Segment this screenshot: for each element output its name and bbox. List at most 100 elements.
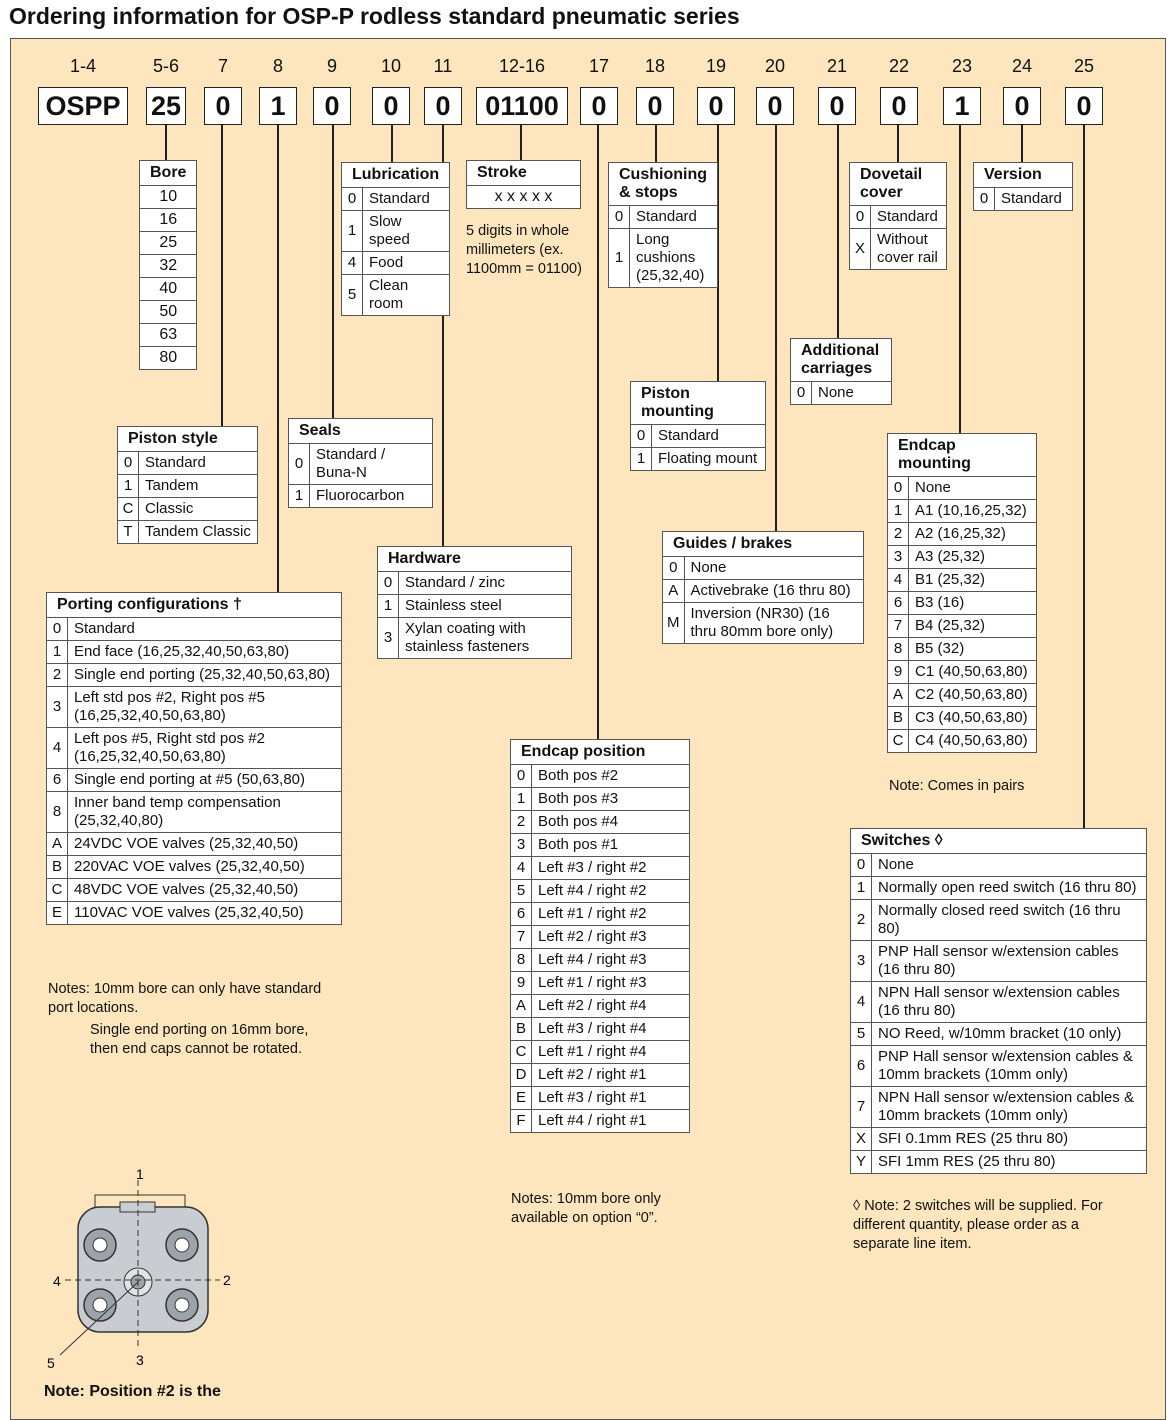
connector-line: [597, 125, 599, 739]
table-cell: 40: [138, 277, 198, 301]
option-description: A3 (25,32): [908, 545, 1037, 569]
option-code: 1: [46, 640, 68, 664]
option-description: Left #4 / right #2: [531, 879, 690, 903]
option-description: Left #4 / right #1: [531, 1109, 690, 1133]
option-description: C4 (40,50,63,80): [908, 729, 1037, 753]
option-description: SFI 0.1mm RES (25 thru 80): [871, 1127, 1147, 1151]
stroke-title: Stroke: [466, 160, 581, 186]
option-code: 7: [510, 925, 532, 949]
connector-line: [775, 125, 777, 531]
option-description: None: [683, 556, 864, 580]
endcap-position-diagram: 1 2 3 4 5: [47, 1166, 231, 1371]
diagram-label-1: 1: [136, 1166, 144, 1182]
option-description: End face (16,25,32,40,50,63,80): [67, 640, 342, 664]
option-description: Normally open reed switch (16 thru 80): [871, 876, 1147, 900]
diagram-label-5: 5: [47, 1355, 55, 1371]
option-code: A: [887, 683, 909, 707]
position-label: 25: [1073, 56, 1095, 76]
option-code: C: [887, 729, 909, 753]
seals-title: Seals: [288, 418, 433, 444]
code-box: 0: [1003, 87, 1041, 125]
option-description: 110VAC VOE valves (25,32,40,50): [67, 901, 342, 925]
piston-mounting-title: Piston mounting: [630, 381, 766, 425]
position-label: 20: [764, 56, 786, 76]
code-box: 0: [636, 87, 674, 125]
option-description: Activebrake (16 thru 80): [683, 579, 864, 603]
option-description: SFI 1mm RES (25 thru 80): [871, 1150, 1147, 1174]
option-description: C3 (40,50,63,80): [908, 706, 1037, 730]
code-box: OSPP: [38, 87, 128, 125]
connector-line: [442, 125, 444, 546]
option-description: 24VDC VOE valves (25,32,40,50): [67, 832, 342, 856]
option-description: Floating mount: [651, 447, 766, 471]
option-description: Left #2 / right #4: [531, 994, 690, 1018]
option-code: X: [849, 228, 871, 270]
option-code: 2: [510, 810, 532, 834]
code-box: 0: [372, 87, 410, 125]
option-description: Tandem: [138, 474, 258, 498]
hardware-title: Hardware: [377, 546, 572, 572]
option-description: Left #3 / right #4: [531, 1017, 690, 1041]
option-code: 1: [510, 787, 532, 811]
option-description: Standard: [629, 205, 718, 229]
connector-line: [221, 125, 223, 426]
option-code: Y: [850, 1150, 872, 1174]
connector-line: [837, 125, 839, 338]
option-code: 0: [46, 617, 68, 641]
code-box: 0: [697, 87, 735, 125]
connector-line: [391, 125, 393, 162]
option-code: 8: [46, 791, 68, 833]
option-description: Standard: [361, 187, 451, 211]
option-code: 0: [341, 187, 363, 211]
table-cell: 63: [138, 323, 198, 347]
option-description: C2 (40,50,63,80): [908, 683, 1037, 707]
option-description: Left #1 / right #2: [531, 902, 690, 926]
option-description: B1 (25,32): [908, 568, 1037, 592]
connector-line: [655, 125, 657, 162]
connector-line: [520, 125, 522, 160]
position-label: 24: [1011, 56, 1033, 76]
code-box: 0: [880, 87, 918, 125]
position-label: 12-16: [498, 56, 546, 76]
dovetail-title: Dovetail cover: [849, 162, 947, 206]
position-label: 17: [588, 56, 610, 76]
guides-title: Guides / brakes: [662, 531, 864, 557]
piston-style-title: Piston style: [117, 426, 258, 452]
option-description: Left #4 / right #3: [531, 948, 690, 972]
code-box: 0: [580, 87, 618, 125]
option-description: Clean room: [361, 274, 451, 316]
code-box: 01100: [476, 87, 568, 125]
option-description: Both pos #1: [531, 833, 690, 857]
connector-line: [717, 125, 719, 381]
option-code: 4: [850, 981, 872, 1023]
option-code: C: [510, 1040, 532, 1064]
option-code: 2: [887, 522, 909, 546]
option-code: 6: [887, 591, 909, 615]
option-code: 0: [630, 424, 652, 448]
code-box: 0: [756, 87, 794, 125]
option-description: Xylan coating with stainless fasteners: [398, 617, 572, 659]
position-label: 23: [951, 56, 973, 76]
